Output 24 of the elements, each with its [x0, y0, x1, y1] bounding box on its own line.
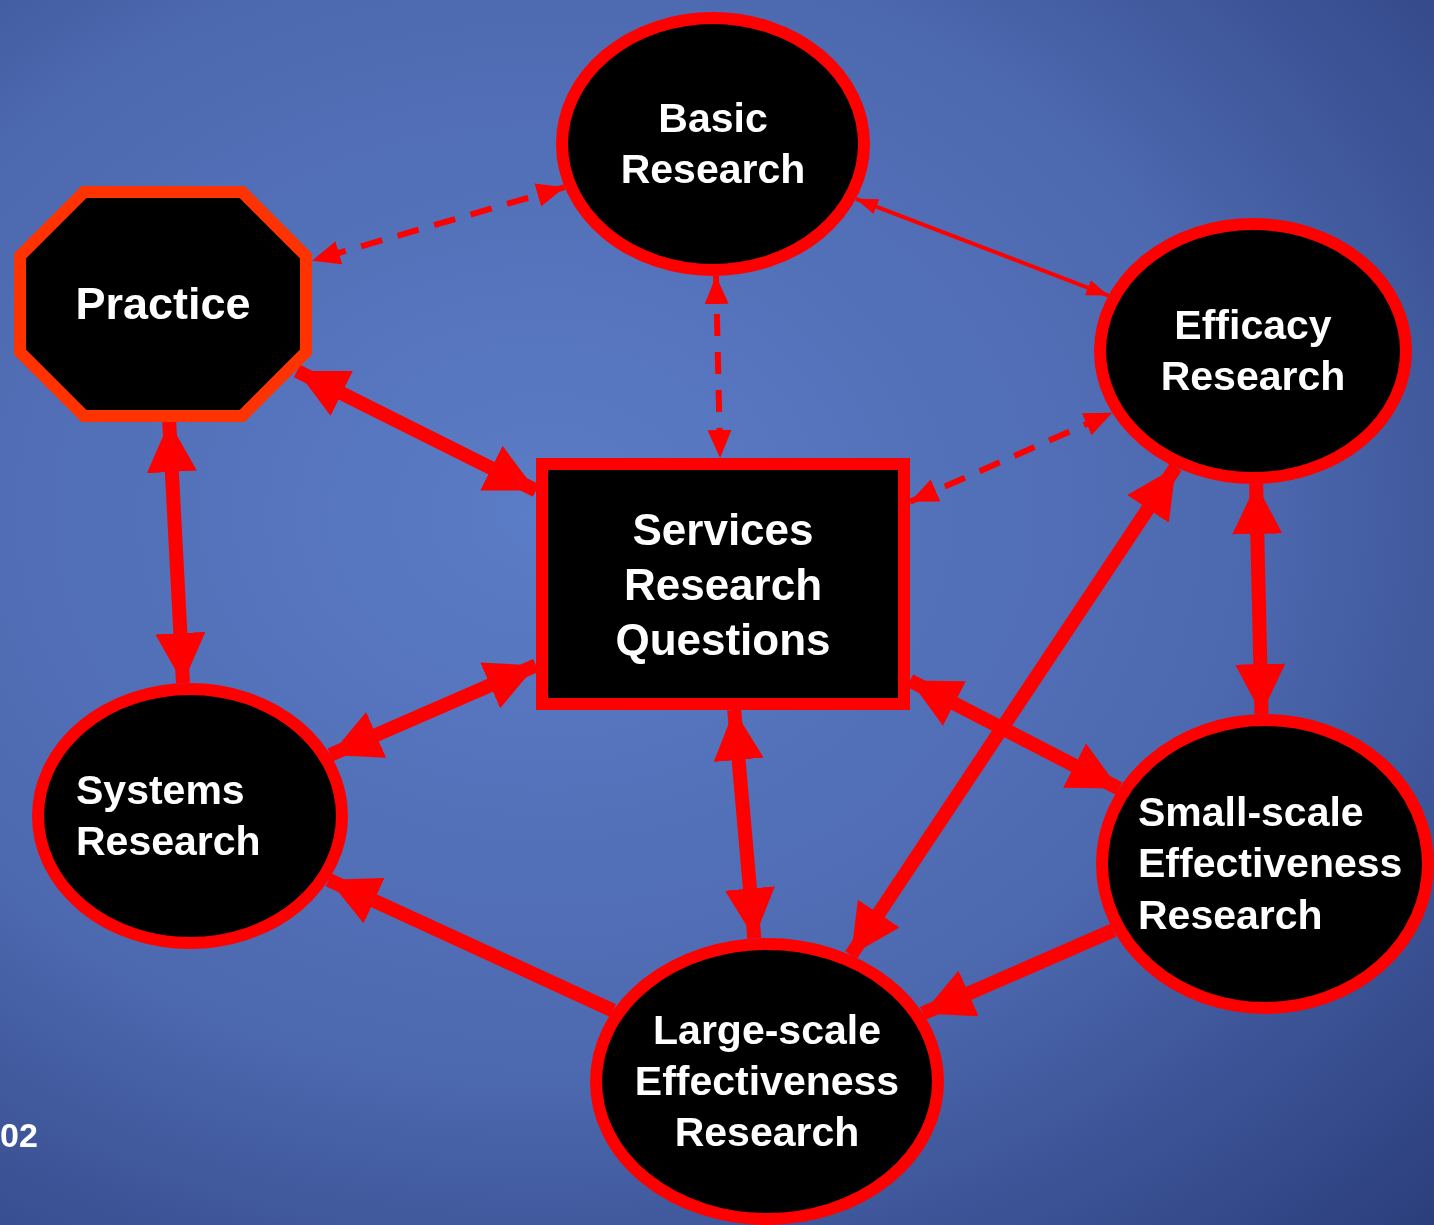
node-label: Practice	[75, 276, 251, 331]
ellipse-node	[1096, 714, 1434, 1014]
node-label: Efficacy Research	[1159, 300, 1347, 401]
arrow	[311, 183, 566, 265]
arrow	[704, 275, 732, 459]
node-label: Basic Research	[619, 93, 807, 194]
arrow	[713, 709, 775, 939]
arrow	[146, 421, 206, 684]
arrow	[920, 923, 1117, 1020]
ellipse-node	[32, 683, 348, 949]
page-number: 02	[0, 1118, 38, 1152]
process-box	[536, 458, 910, 710]
arrow	[845, 463, 1182, 960]
octagon-node	[14, 186, 312, 422]
ellipse-node	[590, 938, 944, 1225]
node-label: Services Research Questions	[614, 503, 832, 666]
arrow	[325, 873, 616, 1018]
arrow	[1232, 483, 1286, 715]
node-label: Small-scale Effectiveness Research	[1138, 788, 1404, 940]
ellipse-node	[1094, 218, 1412, 484]
ellipse-node	[556, 12, 870, 276]
node-label: Large-scale Effectiveness Research	[633, 1005, 901, 1158]
arrow	[855, 196, 1110, 298]
node-label: Systems Research	[76, 765, 262, 866]
